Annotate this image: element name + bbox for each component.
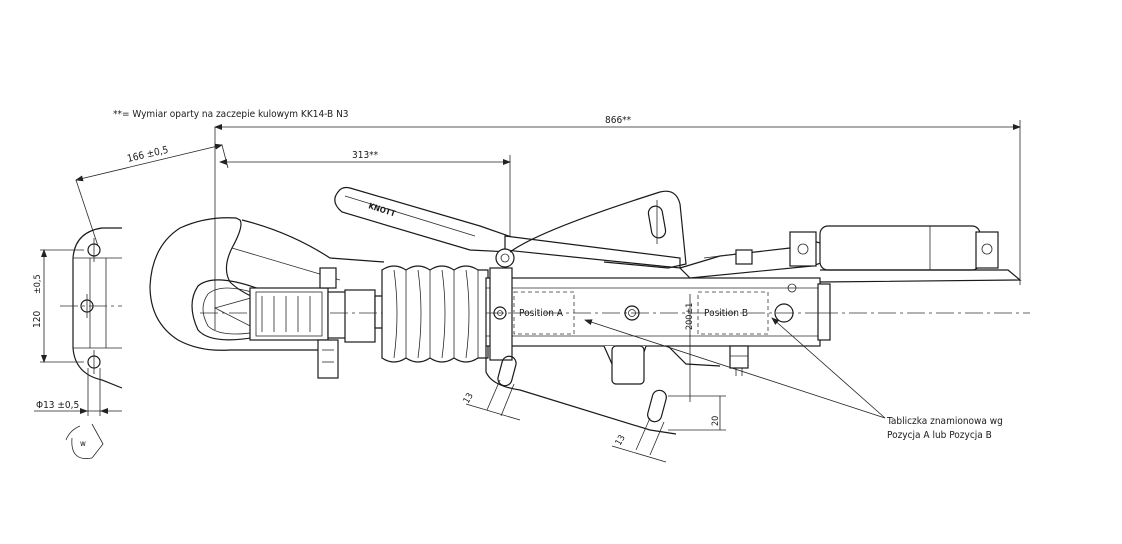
dim-313-label: 313** [352, 150, 379, 161]
dim-166-label: 166 ±0,5 [126, 145, 169, 165]
dim-200-label: 200±1 [685, 303, 695, 330]
nameplate-line2: Pozycja A lub Pozycja B [887, 430, 992, 441]
position-b-plate [697, 291, 769, 335]
dim-phi13-label: Φ13 ±0,5 [36, 400, 79, 411]
position-b-label: Position B [704, 308, 748, 319]
dim-20-label: 20 [711, 416, 721, 426]
drawbar-tube: Position A Position B 200±1 [485, 267, 1030, 402]
flange-end-view [60, 227, 123, 389]
position-a-label: Position A [519, 308, 564, 319]
dim-13b-label: 13 [614, 434, 628, 448]
nameplate-callout: Tabliczka znamionowa wg Pozycja A lub Po… [584, 317, 1003, 441]
position-a-plate [513, 291, 575, 335]
dim-20: 20 [668, 395, 726, 431]
damper [678, 225, 1022, 283]
footnote-text: **= Wymiar oparty na zaczepie kulowym KK… [113, 109, 349, 120]
dim-866-label: 866** [605, 115, 632, 126]
mounting-bracket [509, 190, 687, 269]
nameplate-line1: Tabliczka znamionowa wg [886, 416, 1003, 427]
dim-120-tol: ±0,5 [33, 274, 43, 294]
dim-120: 120 ±0,5 [32, 249, 84, 363]
dim-slot-13-b: 13 [611, 417, 667, 463]
dim-120-label: 120 [32, 311, 43, 328]
dim-166: 166 ±0,5 [75, 143, 229, 247]
hand-brake-lever: KNOTT [334, 186, 681, 269]
dim-13a-label: 13 [462, 392, 476, 406]
bellows [381, 265, 489, 363]
view-direction-icon: w [65, 423, 104, 459]
lower-bracket [485, 345, 749, 435]
coupling-head [149, 217, 385, 351]
dim-hole-diameter: Φ13 ±0,5 [34, 368, 122, 416]
svg-text:w: w [80, 439, 86, 448]
dim-slot-13-a: 13 [462, 379, 521, 421]
